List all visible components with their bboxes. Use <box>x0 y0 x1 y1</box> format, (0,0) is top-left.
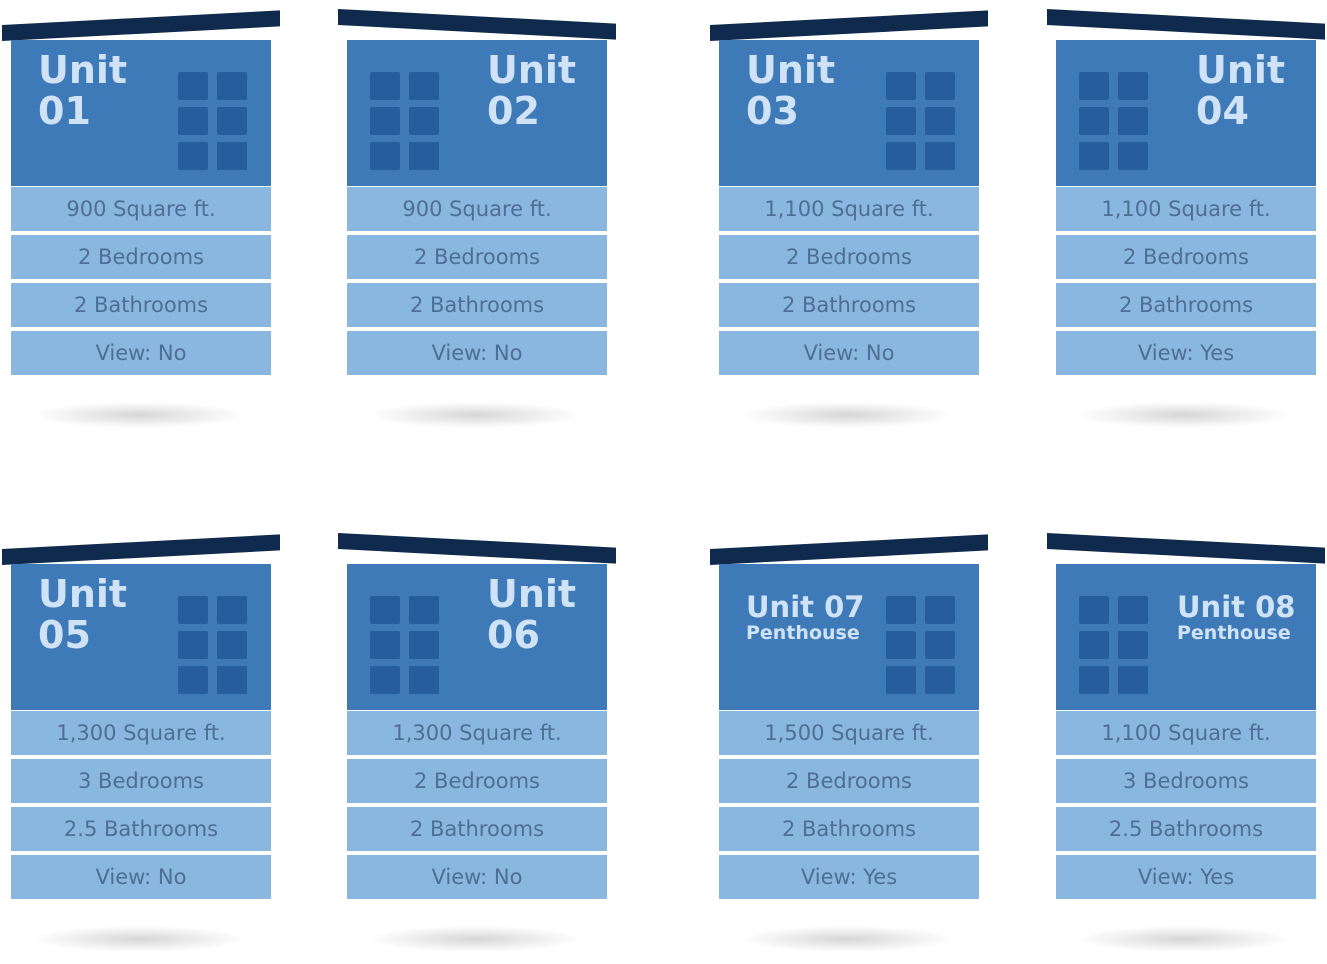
unit-details: 1,100 Square ft. 2 Bedrooms 2 Bathrooms … <box>1056 187 1316 379</box>
unit-bathrooms: 2 Bathrooms <box>11 283 271 327</box>
roof <box>1047 9 1325 40</box>
card-shadow <box>370 926 580 952</box>
unit-bedrooms: 2 Bedrooms <box>347 759 607 803</box>
unit-bedrooms: 2 Bedrooms <box>347 235 607 279</box>
card-shadow <box>742 402 952 428</box>
unit-bathrooms: 2 Bathrooms <box>347 807 607 851</box>
unit-bedrooms: 2 Bedrooms <box>719 759 979 803</box>
window-grid-icon <box>178 596 248 694</box>
unit-view: View: No <box>719 331 979 375</box>
unit-sqft: 1,100 Square ft. <box>719 187 979 231</box>
unit-view: View: No <box>347 331 607 375</box>
unit-bedrooms: 3 Bedrooms <box>11 759 271 803</box>
unit-sqft: 1,300 Square ft. <box>347 711 607 755</box>
unit-view: View: No <box>347 855 607 899</box>
card-shadow <box>370 402 580 428</box>
card-shadow <box>1079 402 1289 428</box>
window-grid-icon <box>370 72 440 170</box>
unit-bathrooms: 2.5 Bathrooms <box>11 807 271 851</box>
unit-bedrooms: 2 Bedrooms <box>1056 235 1316 279</box>
unit-details: 1,300 Square ft. 2 Bedrooms 2 Bathrooms … <box>347 711 607 903</box>
unit-bathrooms: 2 Bathrooms <box>719 283 979 327</box>
unit-bathrooms: 2.5 Bathrooms <box>1056 807 1316 851</box>
unit-sqft: 1,300 Square ft. <box>11 711 271 755</box>
unit-view: View: No <box>11 331 271 375</box>
window-grid-icon <box>370 596 440 694</box>
unit-bedrooms: 3 Bedrooms <box>1056 759 1316 803</box>
unit-details: 900 Square ft. 2 Bedrooms 2 Bathrooms Vi… <box>11 187 271 379</box>
unit-details: 1,100 Square ft. 2 Bedrooms 2 Bathrooms … <box>719 187 979 379</box>
window-grid-icon <box>178 72 248 170</box>
card-shadow <box>742 926 952 952</box>
roof <box>710 10 988 41</box>
unit-details: 900 Square ft. 2 Bedrooms 2 Bathrooms Vi… <box>347 187 607 379</box>
unit-details: 1,500 Square ft. 2 Bedrooms 2 Bathrooms … <box>719 711 979 903</box>
unit-bathrooms: 2 Bathrooms <box>1056 283 1316 327</box>
unit-sqft: 900 Square ft. <box>347 187 607 231</box>
roof <box>1047 533 1325 564</box>
roof <box>710 534 988 565</box>
unit-view: View: No <box>11 855 271 899</box>
unit-bathrooms: 2 Bathrooms <box>347 283 607 327</box>
roof <box>2 10 280 41</box>
card-shadow <box>34 402 244 428</box>
unit-view: View: Yes <box>1056 855 1316 899</box>
roof <box>338 533 616 564</box>
unit-bedrooms: 2 Bedrooms <box>719 235 979 279</box>
card-shadow <box>1079 926 1289 952</box>
window-grid-icon <box>1079 596 1149 694</box>
unit-subtitle: Penthouse <box>1177 622 1291 644</box>
unit-view: View: Yes <box>1056 331 1316 375</box>
unit-details: 1,300 Square ft. 3 Bedrooms 2.5 Bathroom… <box>11 711 271 903</box>
roof <box>338 9 616 40</box>
window-grid-icon <box>886 72 956 170</box>
unit-details: 1,100 Square ft. 3 Bedrooms 2.5 Bathroom… <box>1056 711 1316 903</box>
unit-sqft: 1,500 Square ft. <box>719 711 979 755</box>
unit-sqft: 900 Square ft. <box>11 187 271 231</box>
unit-bathrooms: 2 Bathrooms <box>719 807 979 851</box>
card-shadow <box>34 926 244 952</box>
unit-view: View: Yes <box>719 855 979 899</box>
unit-sqft: 1,100 Square ft. <box>1056 187 1316 231</box>
unit-subtitle: Penthouse <box>746 622 860 644</box>
window-grid-icon <box>1079 72 1149 170</box>
window-grid-icon <box>886 596 956 694</box>
unit-sqft: 1,100 Square ft. <box>1056 711 1316 755</box>
roof <box>2 534 280 565</box>
unit-bedrooms: 2 Bedrooms <box>11 235 271 279</box>
